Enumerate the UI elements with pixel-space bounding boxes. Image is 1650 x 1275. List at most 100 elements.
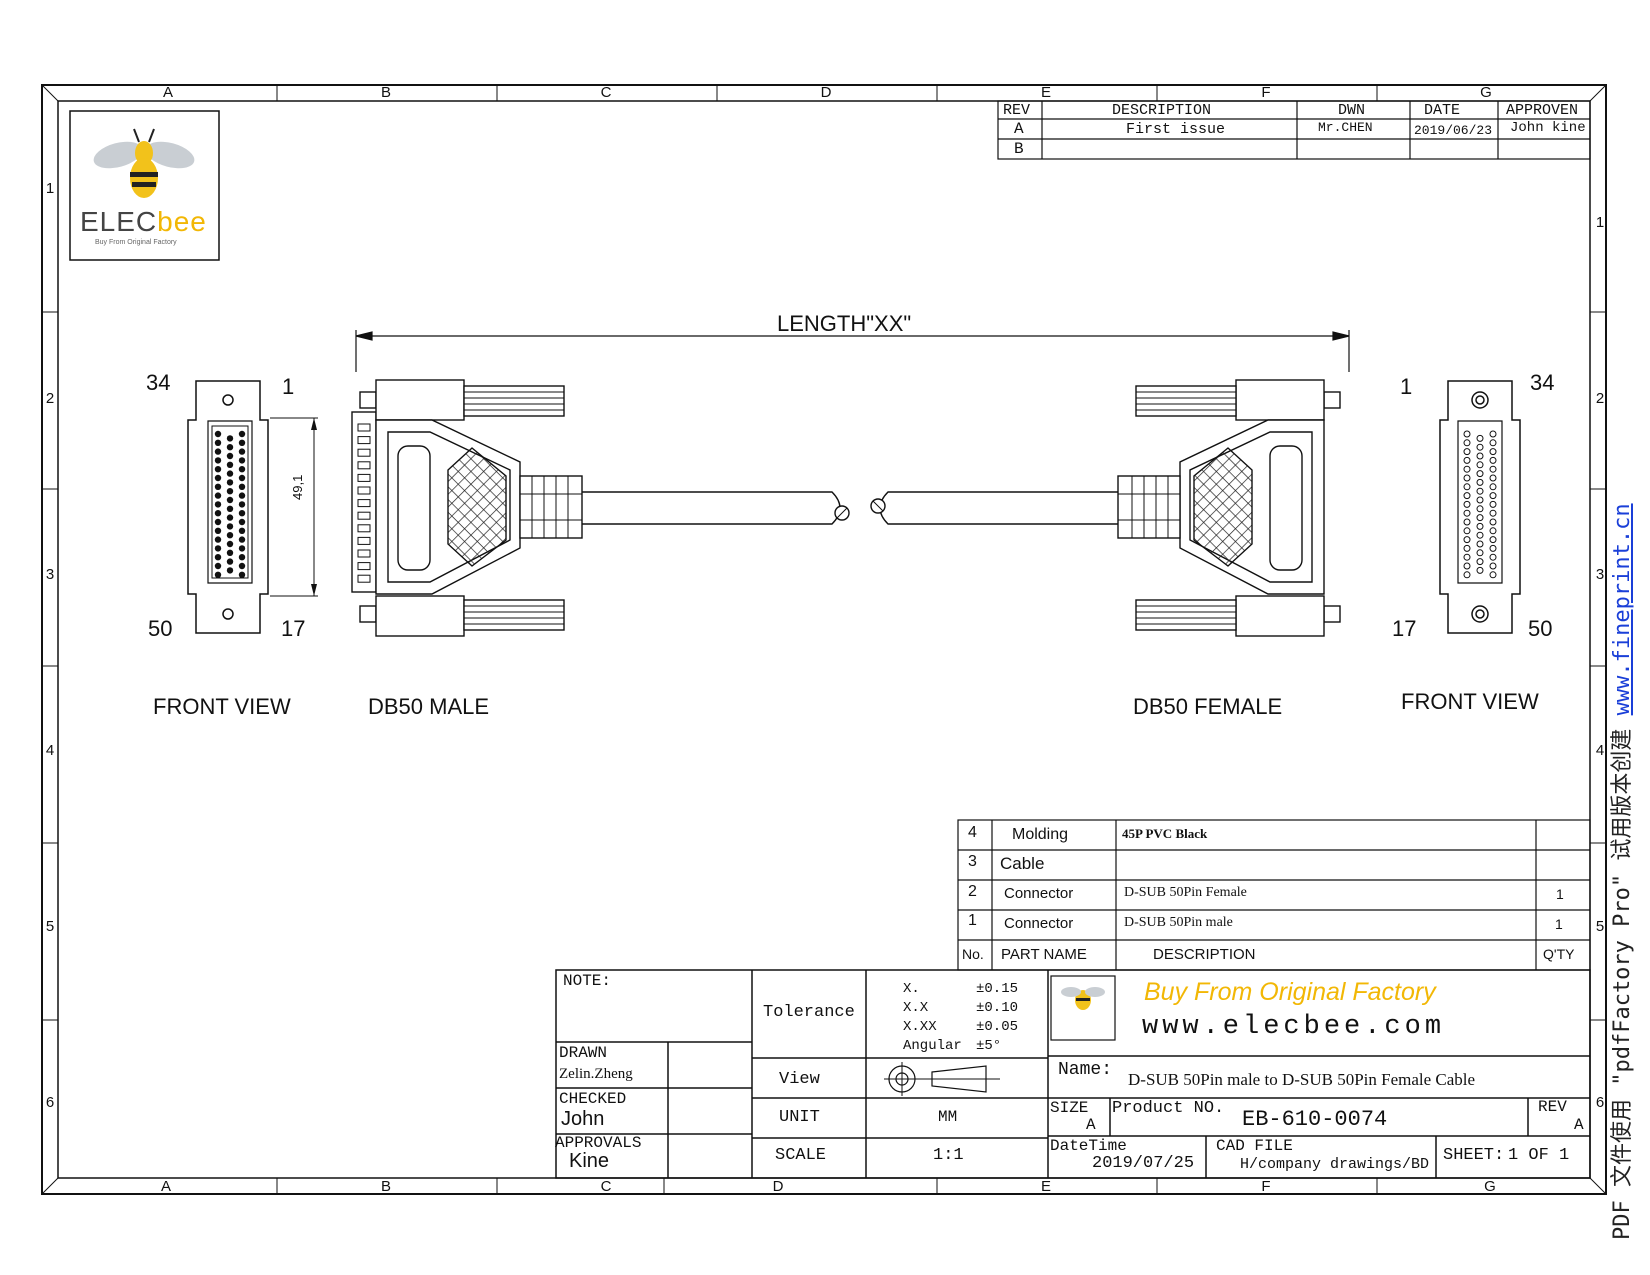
plug-slot bbox=[357, 524, 371, 533]
bom-row-1-no: 1 bbox=[968, 912, 977, 929]
pin-contact bbox=[1463, 500, 1471, 508]
pin-contact bbox=[1476, 452, 1484, 460]
pin-contact bbox=[1489, 544, 1497, 552]
bom-header-desc: DESCRIPTION bbox=[1153, 946, 1256, 963]
zone-col-a-bottom: A bbox=[160, 1178, 171, 1195]
pin-contact bbox=[1463, 527, 1471, 535]
title-block bbox=[555, 969, 1591, 1179]
pin-contact bbox=[1463, 474, 1471, 482]
pin-contact bbox=[1476, 443, 1484, 451]
plug-slot bbox=[357, 461, 371, 470]
pin-contact bbox=[238, 571, 246, 578]
bom-row-2-desc: D-SUB 50Pin Female bbox=[1124, 885, 1247, 900]
pin-contact bbox=[1463, 509, 1471, 517]
bom-row-4-desc: 45P PVC Black bbox=[1122, 826, 1208, 841]
pin-contact bbox=[238, 466, 246, 473]
pin-contact bbox=[1476, 478, 1484, 486]
plug-slot bbox=[357, 499, 371, 508]
pin-contact bbox=[1463, 456, 1471, 464]
rev-row-a-approven: John kine bbox=[1510, 120, 1586, 136]
pin-contact bbox=[226, 540, 234, 548]
pin-contact bbox=[226, 452, 234, 460]
note-label: NOTE: bbox=[563, 972, 612, 990]
product-label: Product NO. bbox=[1112, 1099, 1225, 1118]
pin-contact bbox=[1489, 509, 1497, 517]
male-pin-label-1: 1 bbox=[282, 374, 295, 399]
female-front-view-caption: FRONT VIEW bbox=[1401, 689, 1539, 714]
plug-slot bbox=[357, 536, 371, 545]
cadfile-value: H/company drawings/BD bbox=[1240, 1156, 1430, 1173]
rev-header-dwn: DWN bbox=[1338, 102, 1366, 119]
pin-contact bbox=[238, 562, 246, 570]
tolerance-value-xx: ±0.10 bbox=[976, 1000, 1019, 1016]
pin-contact bbox=[1476, 496, 1484, 504]
website: www.elecbee.com bbox=[1142, 1012, 1446, 1042]
rev-header-approven: APPROVEN bbox=[1506, 102, 1579, 119]
pin-contact bbox=[1463, 465, 1471, 473]
plug-slot bbox=[357, 562, 371, 571]
datetime-value: 2019/07/25 bbox=[1092, 1154, 1195, 1173]
male-pin-label-34: 34 bbox=[146, 370, 171, 395]
pin-contact bbox=[1489, 483, 1497, 491]
watermark-link[interactable]: www.fineprint.cn bbox=[1610, 503, 1635, 716]
pin-contact bbox=[214, 457, 222, 464]
zone-col-e-bottom: E bbox=[1040, 1178, 1051, 1195]
tolerance-value-xxx: ±0.05 bbox=[976, 1019, 1019, 1035]
tolerance-key-xxx: X.XX bbox=[903, 1019, 937, 1035]
pin-contact bbox=[226, 523, 234, 530]
rev-header-description: DESCRIPTION bbox=[1112, 102, 1212, 119]
bom-row-2-qty: 1 bbox=[1556, 886, 1564, 902]
tolerance-value-angular: ±5° bbox=[976, 1038, 1002, 1054]
pin-contact bbox=[226, 549, 234, 556]
rev-row-a-dwn: Mr.CHEN bbox=[1318, 120, 1373, 135]
pin-contact bbox=[1476, 540, 1484, 548]
pin-contact bbox=[226, 567, 234, 574]
female-pin-label-1: 1 bbox=[1400, 374, 1413, 399]
rev-header-date: DATE bbox=[1424, 102, 1461, 119]
pin-contact bbox=[214, 466, 222, 473]
female-connector-side bbox=[870, 379, 1341, 637]
datetime-label: DateTime bbox=[1050, 1137, 1127, 1155]
pin-contact bbox=[214, 545, 222, 552]
pin-contact bbox=[238, 501, 246, 508]
pin-contact bbox=[226, 444, 234, 451]
sheet-label: SHEET: bbox=[1443, 1146, 1505, 1165]
pin-contact bbox=[238, 474, 246, 482]
pin-contact bbox=[1476, 434, 1484, 442]
pin-contact bbox=[238, 448, 246, 455]
bom-header-no: No. bbox=[962, 946, 984, 962]
pin-contact bbox=[1489, 465, 1497, 473]
pin-contact bbox=[226, 514, 234, 521]
product-value: EB-610-0074 bbox=[1242, 1107, 1388, 1132]
name-label: Name: bbox=[1058, 1060, 1113, 1080]
bom-row-3-part: Cable bbox=[1000, 854, 1045, 873]
zone-row-3-right: 3 bbox=[1595, 566, 1605, 583]
pin-contact bbox=[1489, 430, 1497, 438]
revision-table bbox=[997, 100, 1591, 160]
pin-contact bbox=[1476, 531, 1484, 539]
rev-row-a-rev: A bbox=[1014, 120, 1024, 138]
company-logo bbox=[69, 110, 220, 261]
zone-col-b-top: B bbox=[380, 84, 391, 101]
pin-contact bbox=[1489, 571, 1497, 579]
pin-contact bbox=[1489, 562, 1497, 570]
pin-contact bbox=[214, 562, 222, 570]
pin-contact bbox=[1476, 522, 1484, 530]
watermark-text: PDF 文件使用 "pdfFactory Pro" 试用版本创建 bbox=[1610, 715, 1635, 1240]
rev-row-a-description: First issue bbox=[1126, 121, 1226, 138]
pin-contact bbox=[238, 527, 246, 534]
pin-contact bbox=[1476, 487, 1484, 495]
plug-slot bbox=[357, 486, 371, 495]
bom-row-4-part: Molding bbox=[1012, 826, 1069, 843]
tolerance-value-x: ±0.15 bbox=[976, 981, 1019, 997]
scale-value: 1:1 bbox=[933, 1146, 964, 1165]
pin-contact bbox=[238, 439, 246, 446]
pin-contact bbox=[214, 510, 222, 517]
pin-contact bbox=[1489, 500, 1497, 508]
pin-contact bbox=[1489, 518, 1497, 526]
tolerance-key-angular: Angular bbox=[903, 1038, 962, 1054]
pin-contact bbox=[238, 545, 246, 552]
pin-contact bbox=[1463, 553, 1471, 561]
pin-contact bbox=[1489, 474, 1497, 482]
pin-contact bbox=[238, 492, 246, 499]
